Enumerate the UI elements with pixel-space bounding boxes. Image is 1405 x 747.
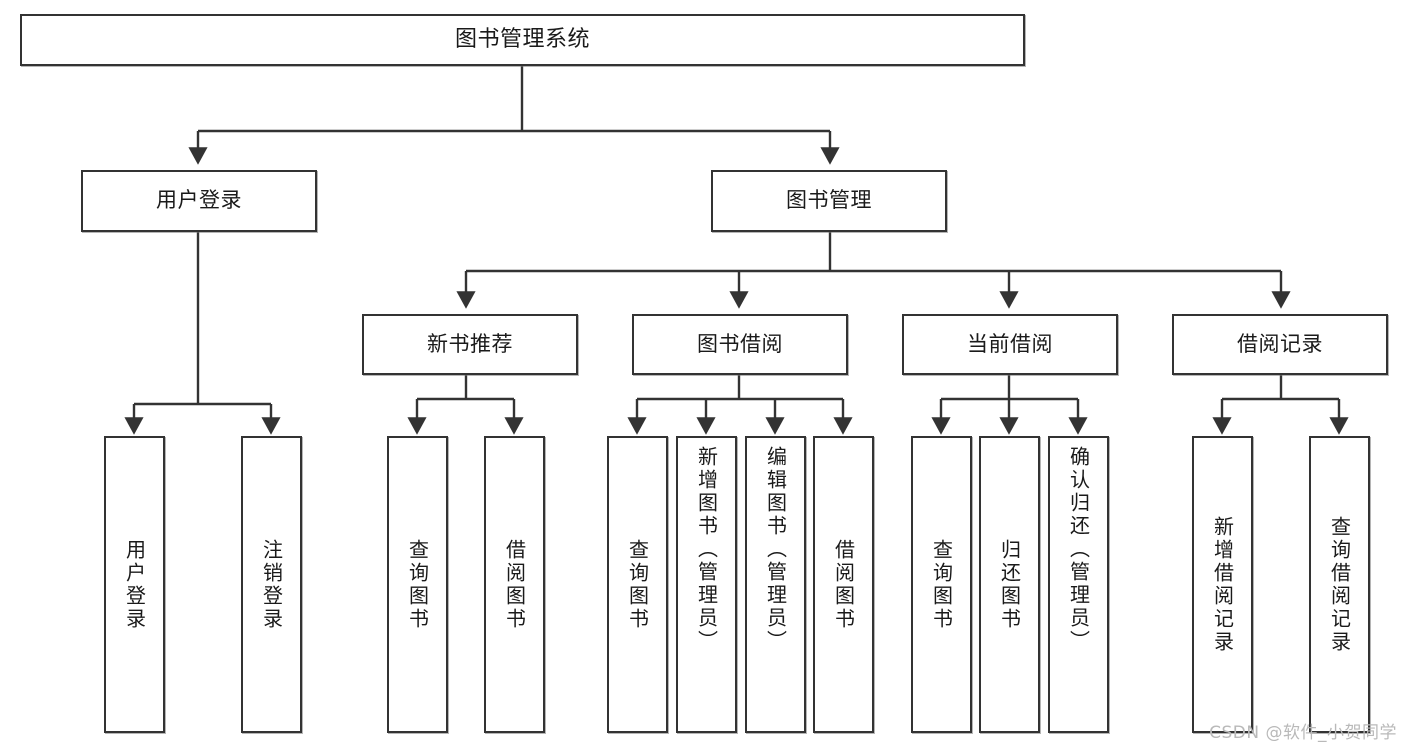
leaf-borrow-book-1[interactable]: 借阅图书 [484,436,545,733]
leaf-user-login-label: 用户登录 [122,538,147,631]
leaf-borrow-book-1-label: 借阅图书 [502,538,527,631]
leaf-query-record-label: 查询借阅记录 [1327,515,1352,654]
leaf-borrow-book-2-label: 借阅图书 [831,538,856,631]
node-user-login-label: 用户登录 [156,188,242,213]
leaf-add-record[interactable]: 新增借阅记录 [1192,436,1253,733]
csdn-watermark: CSDN @软件_小贺同学 [1209,723,1397,743]
leaf-query-book-2[interactable]: 查询图书 [607,436,668,733]
node-user-login[interactable]: 用户登录 [81,170,317,232]
leaf-borrow-book-2[interactable]: 借阅图书 [813,436,874,733]
node-new-book-rec[interactable]: 新书推荐 [362,314,578,375]
leaf-confirm-return-label: 确认归还（管理员） [1066,446,1091,653]
leaf-query-book-3[interactable]: 查询图书 [911,436,972,733]
leaf-return-book-label: 归还图书 [997,538,1022,631]
node-root[interactable]: 图书管理系统 [20,14,1025,66]
node-book-manage-label: 图书管理 [786,188,872,213]
node-book-borrow-label: 图书借阅 [697,331,783,356]
leaf-query-book-1-label: 查询图书 [405,538,430,631]
leaf-confirm-return[interactable]: 确认归还（管理员） [1048,436,1109,733]
leaf-query-book-2-label: 查询图书 [625,538,650,631]
leaf-query-record[interactable]: 查询借阅记录 [1309,436,1370,733]
node-book-manage[interactable]: 图书管理 [711,170,947,232]
leaf-add-record-label: 新增借阅记录 [1210,515,1235,654]
node-new-book-rec-label: 新书推荐 [427,331,513,356]
node-borrow-record[interactable]: 借阅记录 [1172,314,1388,375]
node-borrow-record-label: 借阅记录 [1237,331,1323,356]
leaf-edit-book-label: 编辑图书（管理员） [763,446,788,653]
leaf-query-book-1[interactable]: 查询图书 [387,436,448,733]
leaf-logout-label: 注销登录 [259,538,284,631]
leaf-edit-book[interactable]: 编辑图书（管理员） [745,436,806,733]
leaf-return-book[interactable]: 归还图书 [979,436,1040,733]
node-current-borrow-label: 当前借阅 [967,331,1053,356]
leaf-user-login[interactable]: 用户登录 [104,436,165,733]
leaf-add-book[interactable]: 新增图书（管理员） [676,436,737,733]
leaf-add-book-label: 新增图书（管理员） [694,446,719,653]
node-root-label: 图书管理系统 [454,26,590,52]
leaf-query-book-3-label: 查询图书 [929,538,954,631]
leaf-logout[interactable]: 注销登录 [241,436,302,733]
node-current-borrow[interactable]: 当前借阅 [902,314,1118,375]
node-book-borrow[interactable]: 图书借阅 [632,314,848,375]
